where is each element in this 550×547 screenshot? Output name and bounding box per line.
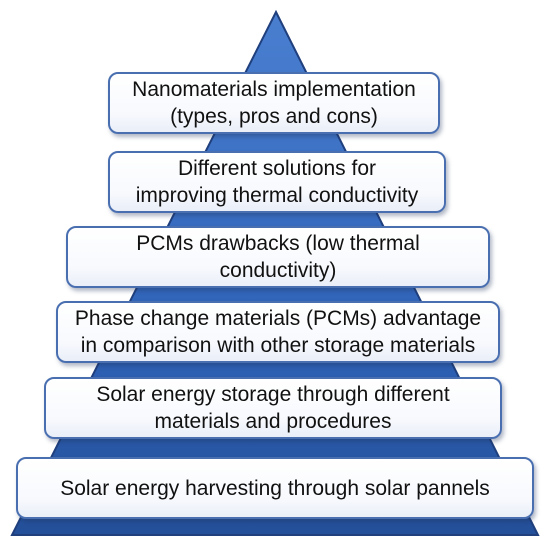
level-line-2: in comparison with other storage materia… (80, 334, 476, 357)
pyramid-level-5: Solar energy storage through different m… (44, 377, 502, 439)
level-line-1: Solar energy storage through different (96, 383, 450, 406)
pyramid-level-top: Nanomaterials implementation (types, pro… (108, 72, 440, 134)
level-line-2: conductivity) (219, 259, 337, 282)
level-text: Solar energy storage through different m… (52, 381, 494, 435)
level-text: Nanomaterials implementation (types, pro… (116, 76, 432, 130)
level-text: PCMs drawbacks (low thermal conductivity… (74, 230, 482, 284)
level-line-1: Solar energy harvesting through solar pa… (60, 476, 490, 500)
level-line-1: PCMs drawbacks (low thermal (136, 232, 420, 255)
level-text: Phase change materials (PCMs) advantage … (64, 305, 492, 359)
level-line-2: improving thermal conductivity (135, 184, 419, 207)
level-line-1: Phase change materials (PCMs) advantage (74, 307, 482, 330)
level-text: Solar energy harvesting through solar pa… (24, 475, 526, 502)
level-text: Different solutions for improving therma… (116, 155, 438, 209)
pyramid-level-base: Solar energy harvesting through solar pa… (16, 457, 534, 519)
level-line-2: materials and procedures (154, 410, 392, 433)
pyramid-level-4: Phase change materials (PCMs) advantage … (56, 301, 500, 363)
level-line-1: Nanomaterials implementation (132, 78, 416, 101)
level-line-1: Different solutions for (177, 157, 377, 180)
level-line-2: (types, pros and cons) (170, 105, 378, 128)
pyramid-level-3: PCMs drawbacks (low thermal conductivity… (66, 226, 490, 288)
pyramid-level-2: Different solutions for improving therma… (108, 151, 446, 213)
